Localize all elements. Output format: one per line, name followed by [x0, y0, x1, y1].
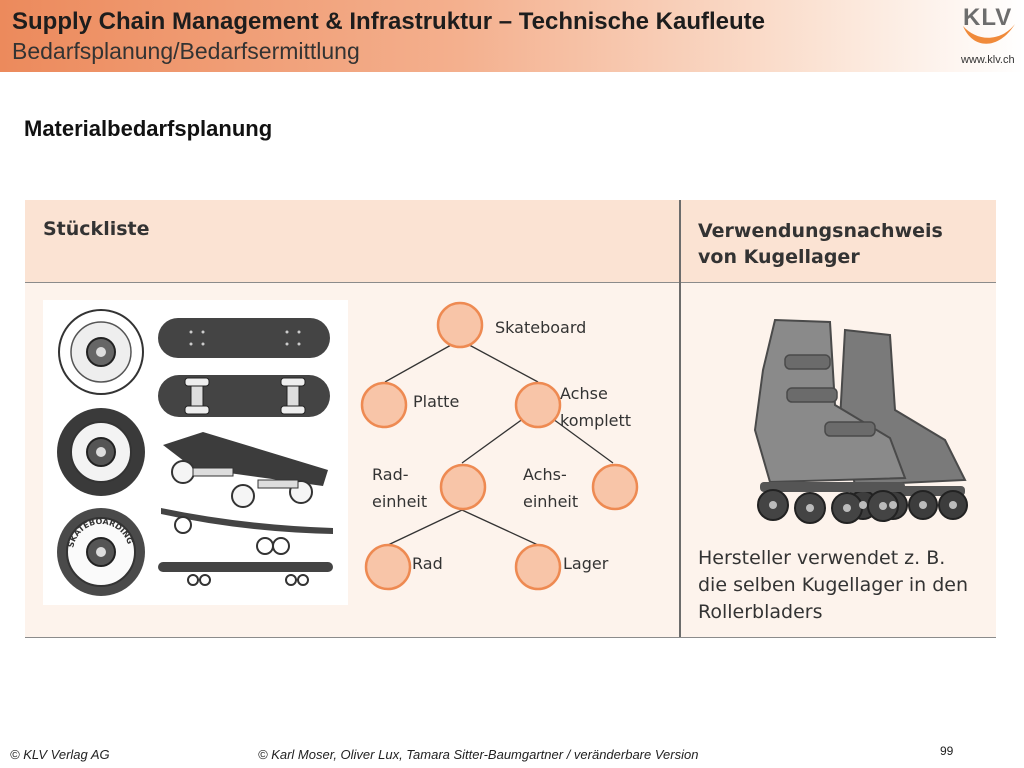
deck-angled-image — [163, 432, 328, 508]
klv-logo: KLV www.klv.ch — [955, 4, 1021, 68]
caption-line: Rollerbladers — [698, 601, 823, 623]
label-achs: Achs- — [523, 465, 567, 484]
label-skateboard: Skateboard — [495, 318, 586, 337]
wheel-image — [58, 309, 144, 395]
label-einheit-2: einheit — [523, 492, 578, 511]
stueckliste-heading: Stückliste — [43, 218, 150, 240]
wheel-image: SKATEBOARDING — [57, 508, 145, 596]
caption-line: Hersteller verwendet z. B. — [698, 547, 946, 569]
deck-flat-image — [158, 562, 333, 586]
label-einheit: einheit — [372, 492, 427, 511]
node-achse-komplett — [514, 381, 562, 429]
node-skateboard — [436, 301, 484, 349]
verwendungsnachweis-heading: Verwendungsnachweis von Kugellager — [698, 220, 943, 268]
logo-url: www.klv.ch — [961, 54, 1015, 66]
deck-side-image — [161, 508, 333, 555]
footer-copyright-authors: © Karl Moser, Oliver Lux, Tamara Sitter-… — [258, 747, 699, 762]
bom-tree-diagram: Skateboard Platte Achse komplett Rad- ei… — [360, 301, 639, 591]
column-divider — [679, 200, 681, 638]
page-number: 99 — [940, 744, 954, 758]
caption-text: Hersteller verwendet z. B. die selben Ku… — [698, 545, 988, 626]
label-platte: Platte — [413, 392, 459, 411]
footer-copyright-publisher: © KLV Verlag AG — [10, 747, 110, 762]
wheel-image — [57, 408, 145, 496]
deck-top-image — [158, 318, 330, 358]
skateboard-parts-image: SKATEBOARDING — [43, 300, 348, 605]
label-rad: Rad- — [372, 465, 409, 484]
panel-header-row — [25, 200, 996, 283]
node-platte — [360, 381, 408, 429]
figure-panel: Stückliste Verwendungsnachweis von Kugel… — [25, 200, 996, 638]
node-rad-einheit — [439, 463, 487, 511]
logo-swoosh-icon — [963, 24, 1015, 44]
label-rad-leaf: Rad — [412, 554, 443, 573]
page-heading: Materialbedarfsplanung — [24, 116, 273, 141]
slide-subtitle: Bedarfsplanung/Bedarfsermittlung — [12, 38, 360, 64]
node-achs-einheit — [591, 463, 639, 511]
node-rad — [364, 543, 412, 591]
label-komplett: komplett — [560, 411, 631, 430]
inline-skates-image — [753, 318, 968, 524]
deck-bottom-image — [158, 375, 330, 417]
node-lager — [514, 543, 562, 591]
header-band — [0, 0, 1024, 72]
panel-bottom-rule — [25, 637, 996, 638]
logo-text: KLV — [963, 4, 1013, 31]
label-achse: Achse — [560, 384, 608, 403]
label-lager: Lager — [563, 554, 609, 573]
caption-line: die selben Kugellager in den — [698, 574, 969, 596]
slide-title: Supply Chain Management & Infrastruktur … — [12, 8, 766, 35]
